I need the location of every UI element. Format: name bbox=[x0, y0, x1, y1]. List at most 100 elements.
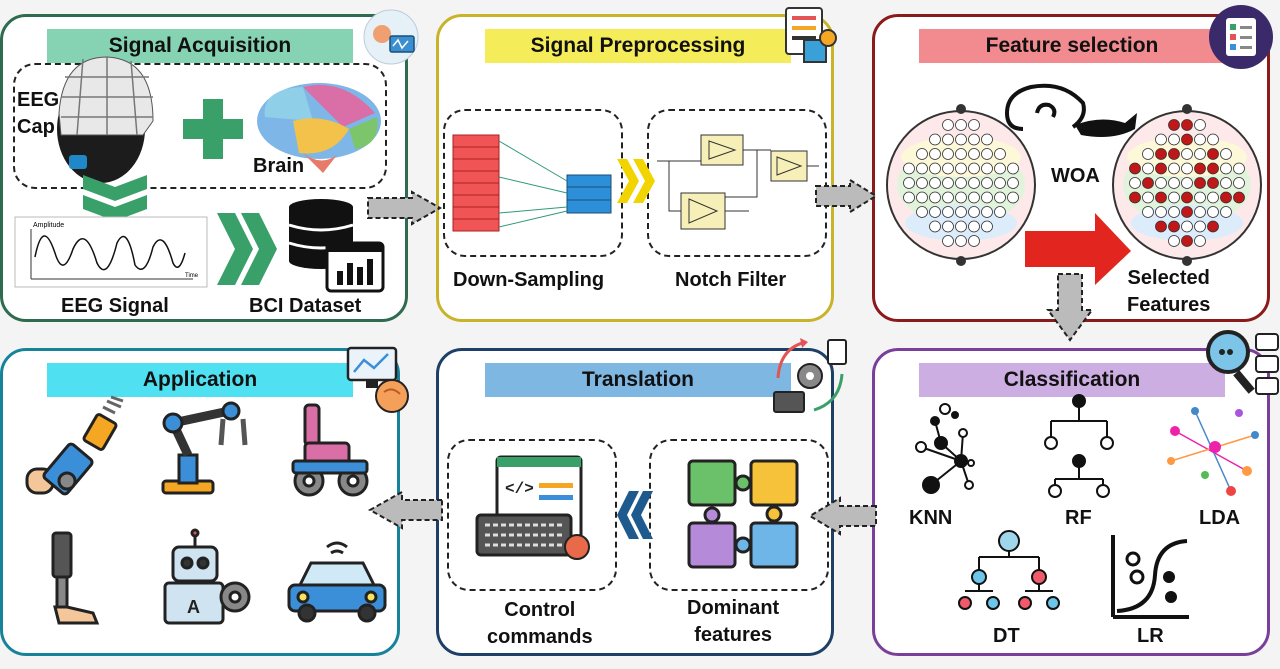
svg-text:</>: </> bbox=[505, 480, 534, 498]
application-title: Application bbox=[47, 363, 353, 397]
electrode-dot bbox=[955, 235, 967, 247]
electrode-dot bbox=[916, 162, 928, 175]
electrode-dot bbox=[1233, 191, 1245, 204]
dominant-line1: Dominant bbox=[687, 597, 780, 619]
electrode-dot bbox=[1129, 177, 1141, 189]
arrow-classification-to-translation bbox=[808, 496, 877, 536]
translation-graphics: </> bbox=[475, 455, 799, 569]
electrode-dot bbox=[1181, 235, 1193, 247]
electrode-dot bbox=[942, 162, 954, 175]
electrode-dot bbox=[942, 133, 954, 146]
right-electrodes bbox=[1129, 119, 1245, 247]
electrode-dot bbox=[916, 206, 928, 218]
eeg-cap-brain-box bbox=[13, 63, 387, 189]
electrode-dot bbox=[1233, 162, 1245, 175]
eeg-cap-icon bbox=[57, 56, 154, 183]
notch-filter-label: Notch Filter bbox=[675, 269, 787, 291]
control-commands-box bbox=[447, 439, 617, 591]
electrode-dot bbox=[1142, 177, 1154, 189]
rf-icon bbox=[1044, 394, 1114, 498]
electrode-dot bbox=[1142, 191, 1154, 204]
electrode-dot bbox=[1155, 162, 1167, 175]
application-panel: Application bbox=[0, 348, 400, 656]
brain-label: Brain bbox=[253, 155, 305, 177]
woa-label: WOA bbox=[1051, 165, 1100, 187]
whale-icon bbox=[1004, 83, 1137, 137]
electrode-dot bbox=[1207, 162, 1219, 175]
electrode-dot bbox=[929, 206, 941, 218]
electrode-dot bbox=[994, 206, 1006, 218]
brain-icon bbox=[257, 83, 381, 173]
electrode-dot bbox=[942, 206, 954, 218]
electrode-dot bbox=[955, 162, 967, 175]
feature-selection-panel: Feature selection WOA Selected Features bbox=[872, 14, 1270, 322]
electrode-dot bbox=[1207, 177, 1219, 189]
electrode-dot bbox=[955, 148, 967, 160]
electrode-dot bbox=[1007, 191, 1019, 204]
electrode-dot bbox=[1181, 191, 1193, 204]
control-line1: Control bbox=[504, 599, 576, 621]
electrode-dot bbox=[1168, 133, 1180, 146]
electrode-dot bbox=[1207, 206, 1219, 218]
prosthetic-arm-icon bbox=[25, 395, 124, 496]
eeg-signal-plot bbox=[14, 216, 208, 288]
electrode-dot bbox=[1194, 191, 1206, 204]
electrode-dot bbox=[1207, 133, 1219, 146]
electrode-dot bbox=[1220, 206, 1232, 218]
electrode-dot bbox=[968, 148, 980, 160]
electrode-dot bbox=[1194, 162, 1206, 175]
control-commands-label: Control commands bbox=[487, 597, 593, 651]
electrode-dot bbox=[1142, 162, 1154, 175]
electrode-dot bbox=[1007, 162, 1019, 175]
knn-icon bbox=[915, 403, 975, 494]
dominant-line2: features bbox=[694, 624, 773, 646]
electrode-dot bbox=[929, 220, 941, 233]
electrode-dot bbox=[1142, 148, 1154, 160]
electrode-dot bbox=[1168, 119, 1180, 131]
down-sampling-diagram bbox=[452, 134, 612, 232]
electrode-dot bbox=[994, 162, 1006, 175]
electrode-dot bbox=[942, 119, 954, 131]
dt-icon bbox=[958, 530, 1060, 610]
checklist-icon bbox=[1209, 5, 1273, 69]
electrode-dot bbox=[968, 220, 980, 233]
electrode-dot bbox=[955, 191, 967, 204]
electrode-dot bbox=[968, 235, 980, 247]
translation-title: Translation bbox=[485, 363, 791, 397]
electrode-dot bbox=[929, 148, 941, 160]
electrode-dot bbox=[929, 191, 941, 204]
puzzle-icon bbox=[687, 459, 799, 569]
right-chevrons-icon bbox=[217, 213, 277, 285]
electrode-dot bbox=[1155, 220, 1167, 233]
electrode-dot bbox=[1155, 148, 1167, 160]
electrode-dot bbox=[1220, 148, 1232, 160]
prosthetic-leg-icon bbox=[51, 531, 100, 625]
signal-plot-labels: Amplitude Time bbox=[33, 222, 199, 279]
electrode-dot bbox=[994, 191, 1006, 204]
control-line2: commands bbox=[487, 626, 593, 648]
electrode-dot bbox=[1155, 191, 1167, 204]
electrode-dot bbox=[994, 177, 1006, 189]
electrode-dot bbox=[903, 162, 915, 175]
electrode-dot bbox=[955, 177, 967, 189]
electrode-dot bbox=[1194, 148, 1206, 160]
eeg-cap-label: EEG Cap bbox=[17, 87, 67, 141]
electrode-dot bbox=[942, 177, 954, 189]
electrode-dot bbox=[1181, 133, 1193, 146]
electrode-dot bbox=[1155, 177, 1167, 189]
electrode-dot bbox=[916, 177, 928, 189]
electrode-dot bbox=[968, 162, 980, 175]
classification-graphics bbox=[915, 394, 1259, 619]
electrode-dot bbox=[1129, 162, 1141, 175]
classification-panel: Classification KNN RF LDA DT LR bbox=[872, 348, 1270, 656]
electrode-dot bbox=[1168, 148, 1180, 160]
arrow-translation-to-application bbox=[368, 490, 443, 530]
electrode-dot bbox=[1194, 177, 1206, 189]
electrode-dot bbox=[1207, 220, 1219, 233]
lr-icon bbox=[1111, 535, 1189, 619]
robotic-arm-icon bbox=[161, 401, 248, 495]
document-settings-icon bbox=[785, 7, 837, 63]
yellow-chevrons-icon bbox=[617, 159, 655, 203]
electrode-dot bbox=[968, 206, 980, 218]
svg-text:A: A bbox=[187, 597, 200, 617]
